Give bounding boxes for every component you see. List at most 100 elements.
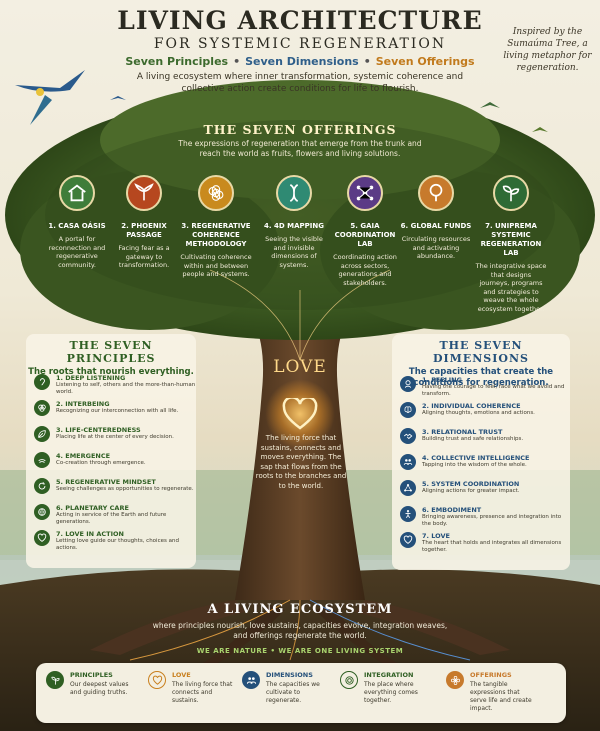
offering-desc: Coordinating action across sectors, gene… [333, 253, 397, 287]
dimensions-item-title: 5. SYSTEM COORDINATION [422, 480, 520, 488]
offering-item: 5. GAIA COORDINATION LAB Coordinating act… [329, 175, 401, 287]
dimensions-item-desc: Aligning thoughts, emotions and actions. [422, 410, 535, 416]
handshake-icon [403, 433, 413, 440]
legend-title: LOVE [172, 671, 191, 679]
principles-panel: THE SEVEN PRINCIPLES The roots that nour… [26, 334, 196, 568]
tree-icon [429, 183, 443, 202]
legend-desc: The place where everything comes togethe… [364, 681, 418, 704]
legend-badge [242, 671, 260, 689]
offering-desc: Seeing the visible and invisible dimensi… [265, 235, 323, 269]
dimensions-item-title: 4. COLLECTIVE INTELLIGENCE [422, 454, 530, 462]
offering-desc: Facing fear as a gateway to transformati… [118, 244, 170, 269]
people-icon [403, 459, 413, 466]
principles-item-title: 4. EMERGENCE [56, 452, 111, 460]
offering-name: 7. UNIPREMA SYSTEMIC REGENERATION LAB [480, 222, 542, 257]
dimensions-item-desc: The heart that holds and integrates all … [422, 540, 562, 553]
dimensions-item-title: 6. EMBODIMENT [422, 506, 482, 514]
interlinked-circles-icon [38, 404, 46, 412]
inspired-note: Inspired by the Sumaúma Tree, a living m… [503, 27, 592, 73]
dimensions-item-desc: Aligning actions for greater impact. [422, 488, 520, 494]
legend-item: LOVE The living force that connects and s… [148, 671, 236, 705]
legend-desc: The living force that connects and susta… [172, 681, 233, 704]
tagline-dimensions: Seven Dimensions [245, 55, 359, 68]
dimensions-subtitle: The capacities that create the condition… [408, 367, 554, 388]
legend-badge [148, 671, 166, 689]
legend-title: DIMENSIONS [266, 671, 313, 679]
dimensions-item-title: 7. LOVE [422, 532, 450, 540]
offering-name: 2. PHOENIX PASSAGE [121, 222, 167, 239]
offerings-intro: The expressions of regeneration that eme… [178, 139, 422, 158]
sprout-icon [50, 676, 60, 685]
head-icon-badge [400, 376, 416, 392]
hands-icon-badge [34, 452, 50, 468]
offering-badge [276, 175, 312, 211]
cycle-icon [38, 482, 46, 490]
hands-icon [38, 459, 46, 463]
phoenix-icon [134, 183, 154, 201]
tagline-separator: • [363, 55, 371, 68]
tagline-offerings: Seven Offerings [375, 55, 475, 68]
offerings-heading: THE SEVEN OFFERINGS The expressions of r… [170, 122, 430, 159]
offering-name: 1. CASA OÁSIS [48, 222, 106, 230]
legend-badge [46, 671, 64, 689]
principles-item-title: 1. DEEP LISTENING [56, 374, 126, 382]
principles-item-title: 3. LIFE-CENTEREDNESS [56, 426, 141, 434]
offering-name: 3. REGENERATIVE COHERENCE METHODOLOGY [181, 222, 251, 248]
dna-icon [289, 184, 299, 202]
principles-item-title: 6. PLANETARY CARE [56, 504, 129, 512]
legend-item: OFFERINGS The tangible expressions that s… [446, 671, 534, 713]
dimensions-item-title: 2. INDIVIDUAL COHERENCE [422, 402, 521, 410]
legend-title: PRINCIPLES [70, 671, 113, 679]
tagline: Seven Principles • Seven Dimensions • Seven … [0, 55, 600, 68]
dimensions-panel: THE SEVEN DIMENSIONS The capacities that… [392, 334, 570, 570]
offering-desc: The integrative space that designs journ… [475, 262, 547, 313]
offering-desc: A portal for reconnection and regenerati… [48, 235, 106, 269]
principles-item-title: 5. REGENERATIVE MINDSET [56, 478, 156, 486]
legend-badge [340, 671, 358, 689]
ear-icon [39, 378, 45, 386]
principles-item-desc: Acting in service of the Earth and futur… [56, 512, 167, 525]
offering-name: 5. GAIA COORDINATION LAB [334, 222, 396, 248]
ecosystem-motto: WE ARE NATURE • WE ARE ONE LIVING SYSTEM [196, 647, 404, 655]
legend-desc: The tangible expressions that serve life… [470, 681, 532, 712]
dimensions-item-desc: Tapping into the wisdom of the whole. [422, 462, 527, 468]
flower-icon [450, 675, 460, 685]
leaf-icon [38, 430, 46, 438]
love-description: The living force that sustains, connects… [255, 434, 347, 490]
offering-item: 7. UNIPREMA SYSTEMIC REGENERATION LAB The… [475, 175, 547, 313]
offering-badge [347, 175, 383, 211]
offering-badge [126, 175, 162, 211]
offering-name: 4. 4D MAPPING [264, 222, 324, 230]
flower-of-life-icon [208, 185, 224, 201]
ear-icon-badge [34, 374, 50, 390]
principles-item-desc: Recognizing our interconnection with all… [56, 408, 179, 414]
dimensions-item-desc: Having the courage to feel, face what we… [422, 384, 565, 397]
page-subtitle: FOR SYSTEMIC REGENERATION [153, 36, 447, 52]
principles-title: THE SEVEN PRINCIPLES [66, 339, 156, 365]
heart-icon [37, 533, 47, 542]
offering-item: 2. PHOENIX PASSAGE Facing fear as a gatew… [108, 175, 180, 270]
tagline-principles: Seven Principles [125, 55, 229, 68]
nodes-icon-badge [400, 480, 416, 496]
principles-item-desc: Placing life at the center of every deci… [56, 434, 174, 440]
principles-item-desc: Seeing challenges as opportunities to re… [56, 486, 194, 492]
figure-icon [405, 510, 411, 518]
nodes-icon [404, 484, 412, 492]
handshake-icon-badge [400, 428, 416, 444]
brain-icon [404, 406, 412, 413]
legend-title: OFFERINGS [470, 671, 512, 679]
tagline-separator: • [233, 55, 241, 68]
